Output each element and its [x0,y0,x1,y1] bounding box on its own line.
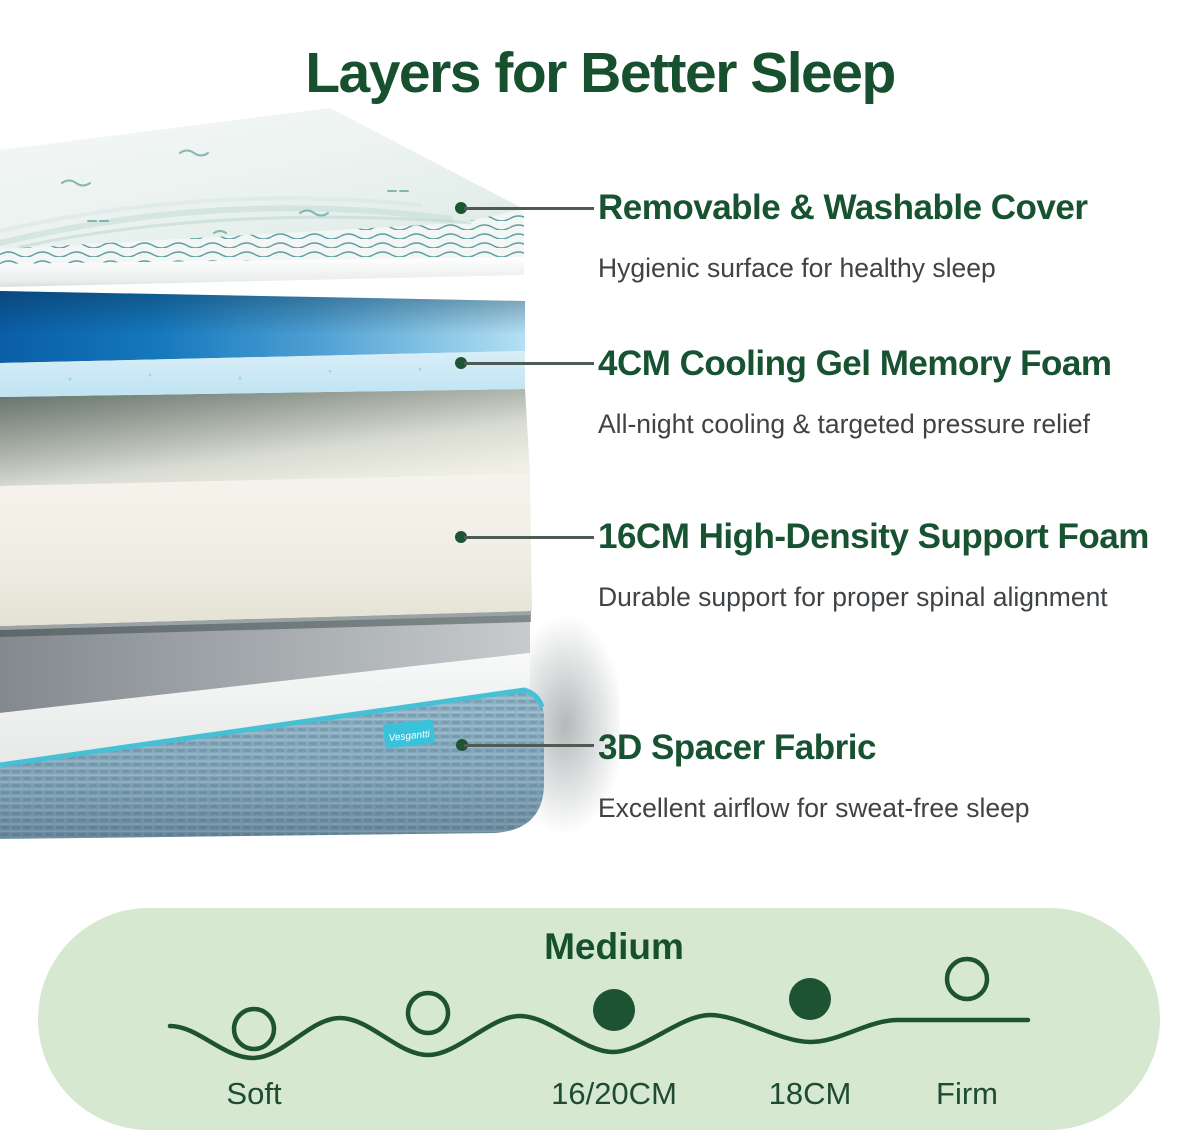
firmness-point-firm [944,956,990,1002]
spacer-fabric-base-layer: Vesgantti [0,615,545,839]
callout-dot-gel [455,357,467,369]
firmness-point-soft [231,1006,277,1052]
brand-tag-label: Vesgantti [388,729,431,744]
mattress-illustration: Vesgantti [0,108,620,839]
callout-line-cover [464,207,594,210]
firmness-wave-line [167,1012,1031,1061]
callout-heading: 16CM High-Density Support Foam [598,517,1149,556]
callout-description: Excellent airflow for sweat-free sleep [598,793,1030,823]
cover-motifs [61,149,409,234]
callout-heading: Removable & Washable Cover [598,188,1088,227]
support-foam-layer [0,389,532,626]
callout-dot-cover [455,202,467,214]
callout-description: All-night cooling & targeted pressure re… [598,409,1090,439]
firmness-wave-graphic [167,956,1031,1061]
firmness-label-18cm: 18CM [768,1076,852,1111]
quilted-cover-layer [0,108,524,287]
callout-gel: 4CM Cooling Gel Memory Foam All-night co… [598,346,1178,439]
callout-description: Durable support for proper spinal alignm… [598,582,1108,612]
callout-cover: Removable & Washable Cover Hygienic surf… [598,190,1178,283]
firmness-label-1620cm: 16/20CM [551,1076,677,1111]
callout-description: Hygienic surface for healthy sleep [598,253,996,283]
callout-foam: 16CM High-Density Support Foam Durable s… [598,519,1178,612]
callout-line-foam [464,536,594,539]
firmness-point-1620cm-selected [593,989,635,1031]
layer-gap-shadow [0,611,531,637]
page-title: Layers for Better Sleep [305,41,896,106]
piping-trim [0,687,545,768]
callout-dot-foam [455,531,467,543]
callout-heading: 3D Spacer Fabric [598,728,876,767]
callout-fabric: 3D Spacer Fabric Excellent airflow for s… [598,730,1178,823]
callout-line-gel [464,362,594,365]
firmness-label-soft: Soft [226,1076,282,1111]
cooling-gel-layer [0,291,525,397]
firmness-label-firm: Firm [936,1076,998,1111]
firmness-scale: Medium Soft 16/20CM 18CM Firm [38,908,1160,1130]
firmness-point-18cm-selected [789,978,831,1020]
firmness-point-2 [405,990,451,1036]
callout-line-fabric [464,744,594,747]
callout-heading: 4CM Cooling Gel Memory Foam [598,344,1112,383]
brand-tag: Vesgantti [383,719,435,749]
callout-dot-fabric [456,739,468,751]
firmness-selected-label: Medium [544,926,684,967]
